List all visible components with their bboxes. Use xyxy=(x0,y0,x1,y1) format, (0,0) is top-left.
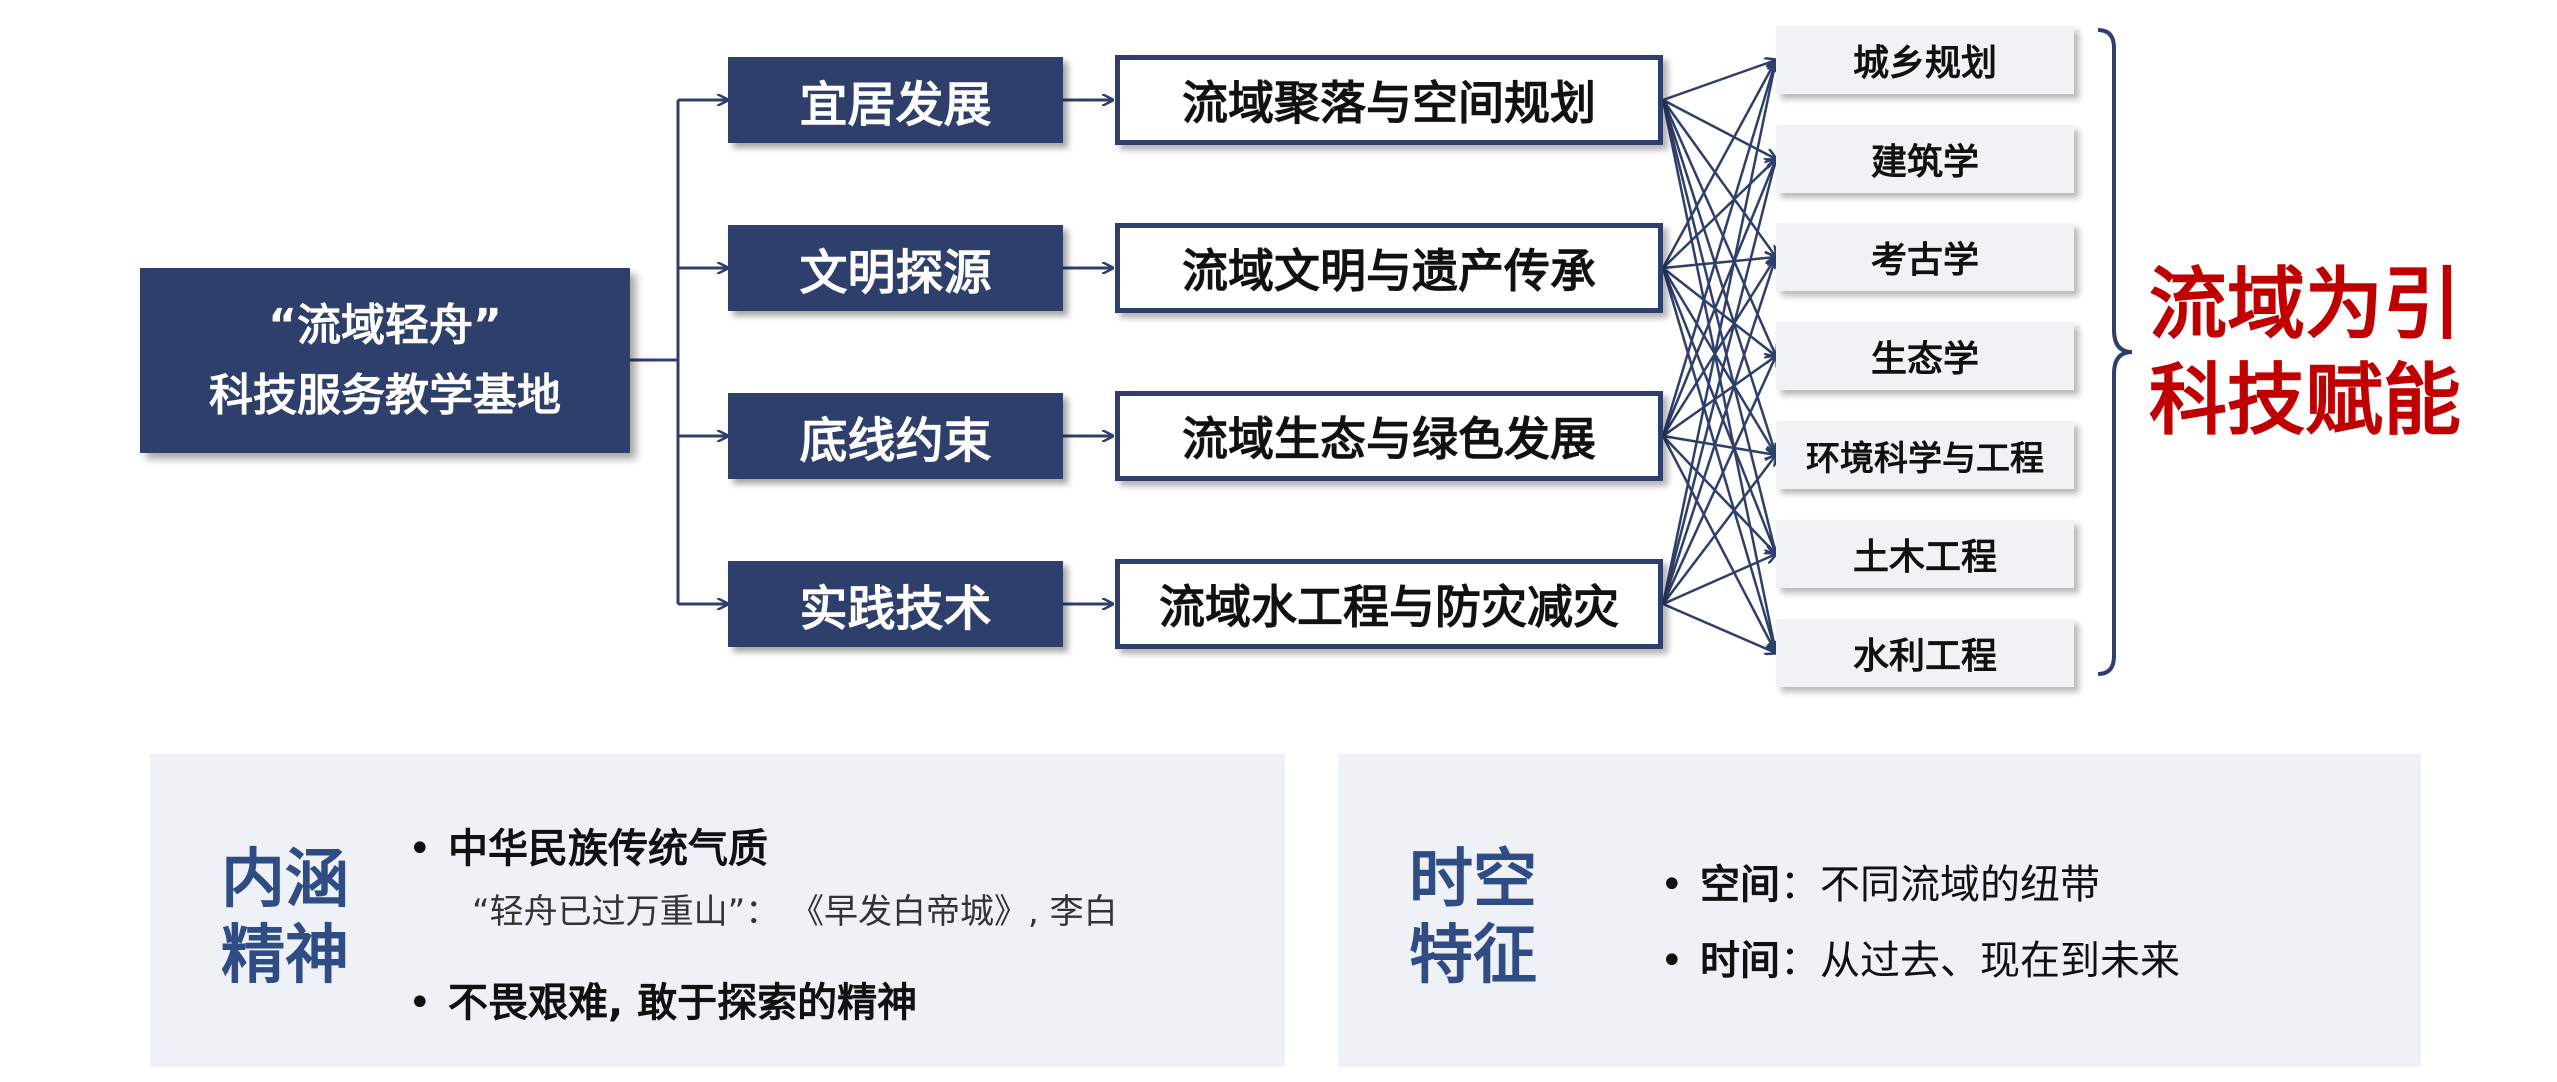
connotation-bullet-1: •中华民族传统气质 xyxy=(408,826,768,872)
discipline-architecture: 建筑学 xyxy=(1776,125,2074,193)
fan-arrow-2-6 xyxy=(1661,435,1776,653)
slogan-line1: 流域为引 xyxy=(2148,260,2461,350)
fan-arrow-1-0 xyxy=(1661,60,1776,269)
slogan-line2: 科技赋能 xyxy=(2148,356,2461,446)
fan-arrow-1-2 xyxy=(1662,257,1776,270)
root-title-line1: “流域轻舟” xyxy=(268,299,502,351)
fan-arrow-2-5 xyxy=(1662,435,1776,554)
field-settlement-planning: 流域聚落与空间规划 xyxy=(1115,55,1663,145)
panel-spacetime-title: 时空 特征 xyxy=(1398,842,1548,994)
category-yiju: 宜居发展 xyxy=(728,57,1063,143)
slogan: 流域为引 科技赋能 xyxy=(2140,257,2470,449)
category-shijian: 实践技术 xyxy=(728,561,1063,647)
fan-arrow-0-0 xyxy=(1662,60,1776,102)
spacetime-bullet-2-label: 时间 xyxy=(1700,938,1780,984)
fan-arrow-3-3 xyxy=(1661,356,1776,605)
category-wenming: 文明探源 xyxy=(728,225,1063,311)
fan-arrow-2-3 xyxy=(1662,356,1776,438)
panel-connotation-title: 内涵 精神 xyxy=(210,842,360,994)
spacetime-bullet-1: •空间：不同流域的纽带 xyxy=(1660,862,2100,908)
connotation-bullet-1-text: 中华民族传统气质 xyxy=(448,826,768,872)
field-water-engineering: 流域水工程与防灾减灾 xyxy=(1115,559,1663,649)
category-dixian: 底线约束 xyxy=(728,393,1063,479)
spacetime-bullet-1-label: 空间 xyxy=(1700,862,1780,908)
panel-spacetime: 时空 特征 •空间：不同流域的纽带 •时间：从过去、现在到未来 xyxy=(1338,754,2421,1067)
fan-arrow-3-0 xyxy=(1661,60,1776,605)
connotation-quote: “轻舟已过万重山”： 《早发白帝城》, 李白 xyxy=(472,892,1118,932)
fan-arrow-1-6 xyxy=(1661,267,1776,653)
spacetime-bullet-2-text: ：从过去、现在到未来 xyxy=(1780,938,2180,984)
discipline-environmental: 环境科学与工程 xyxy=(1776,421,2074,489)
root-node: “流域轻舟” 科技服务教学基地 xyxy=(140,268,630,453)
discipline-archaeology: 考古学 xyxy=(1776,223,2074,291)
discipline-civil: 土木工程 xyxy=(1776,520,2074,588)
fan-arrow-2-0 xyxy=(1661,60,1776,437)
fan-arrow-3-5 xyxy=(1662,554,1776,606)
spacetime-bullet-1-text: ：不同流域的纽带 xyxy=(1780,862,2100,908)
discipline-urban-planning: 城乡规划 xyxy=(1776,26,2074,94)
fan-arrow-2-2 xyxy=(1661,257,1776,437)
discipline-ecology: 生态学 xyxy=(1776,322,2074,390)
fan-arrow-2-4 xyxy=(1662,434,1776,455)
panel-spacetime-title-line1: 时空 xyxy=(1409,843,1537,917)
spacetime-bullet-2: •时间：从过去、现在到未来 xyxy=(1660,938,2180,984)
panel-spacetime-title-line2: 特征 xyxy=(1409,919,1537,993)
right-brace xyxy=(2097,28,2133,676)
fan-arrow-1-1 xyxy=(1662,159,1776,269)
fan-arrow-3-1 xyxy=(1661,159,1776,605)
fan-arrow-2-1 xyxy=(1661,159,1776,437)
fan-arrow-1-4 xyxy=(1661,267,1776,455)
fan-arrow-3-2 xyxy=(1661,257,1776,605)
panel-connotation: 内涵 精神 •中华民族传统气质 “轻舟已过万重山”： 《早发白帝城》, 李白 •… xyxy=(150,754,1285,1067)
discipline-hydraulic: 水利工程 xyxy=(1776,619,2074,687)
fan-arrow-1-3 xyxy=(1662,267,1776,356)
root-title-line2: 科技服务教学基地 xyxy=(209,369,561,421)
field-ecology: 流域生态与绿色发展 xyxy=(1115,391,1663,481)
field-heritage: 流域文明与遗产传承 xyxy=(1115,223,1663,313)
panel-connotation-title-line1: 内涵 xyxy=(221,843,349,917)
fan-arrow-3-4 xyxy=(1662,455,1776,605)
fan-arrow-0-4 xyxy=(1661,99,1776,455)
connotation-bullet-2: •不畏艰难, 敢于探索的精神 xyxy=(408,980,918,1026)
fan-arrow-1-5 xyxy=(1661,267,1776,554)
connotation-bullet-2-text: 不畏艰难, 敢于探索的精神 xyxy=(448,980,918,1026)
fan-arrow-3-6 xyxy=(1662,602,1776,653)
panel-connotation-title-line2: 精神 xyxy=(221,919,349,993)
